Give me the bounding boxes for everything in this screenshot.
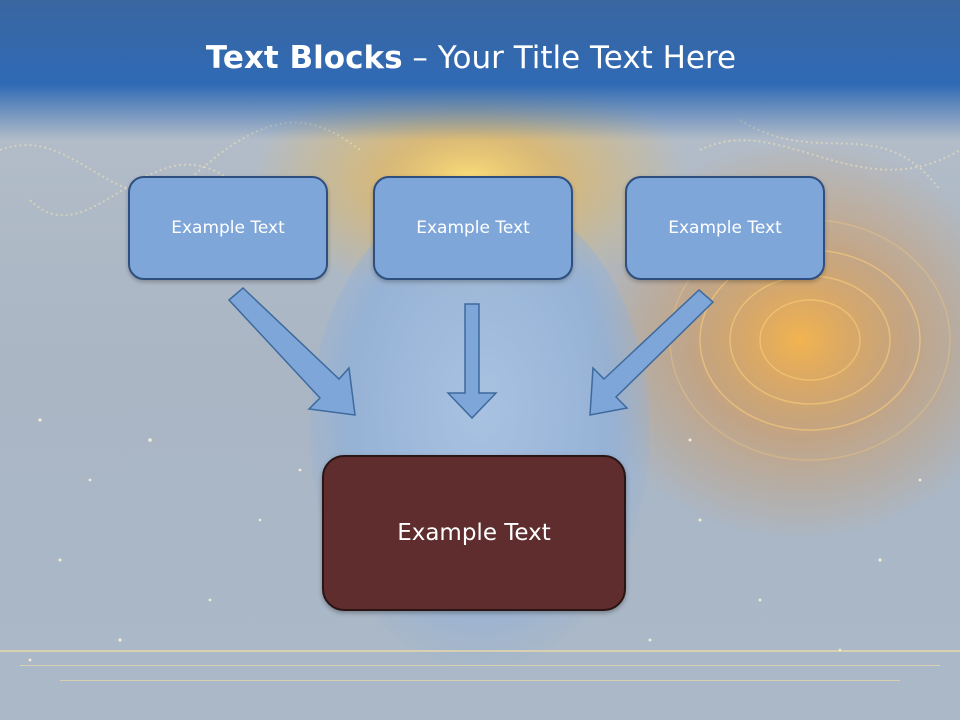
text-block-3[interactable]: Example Text (625, 176, 825, 280)
text-block-1[interactable]: Example Text (128, 176, 328, 280)
target-text-block[interactable]: Example Text (322, 455, 626, 611)
text-block-2-label: Example Text (416, 218, 530, 238)
text-block-3-label: Example Text (668, 218, 782, 238)
slide-title: Text Blocks – Your Title Text Here (0, 40, 942, 77)
title-bold-part: Text Blocks (205, 40, 403, 76)
target-text-block-label: Example Text (397, 520, 551, 546)
title-rest: Your Title Text Here (437, 40, 737, 76)
title-dash: – (402, 40, 438, 76)
text-block-1-label: Example Text (171, 218, 285, 238)
text-block-2[interactable]: Example Text (373, 176, 573, 280)
